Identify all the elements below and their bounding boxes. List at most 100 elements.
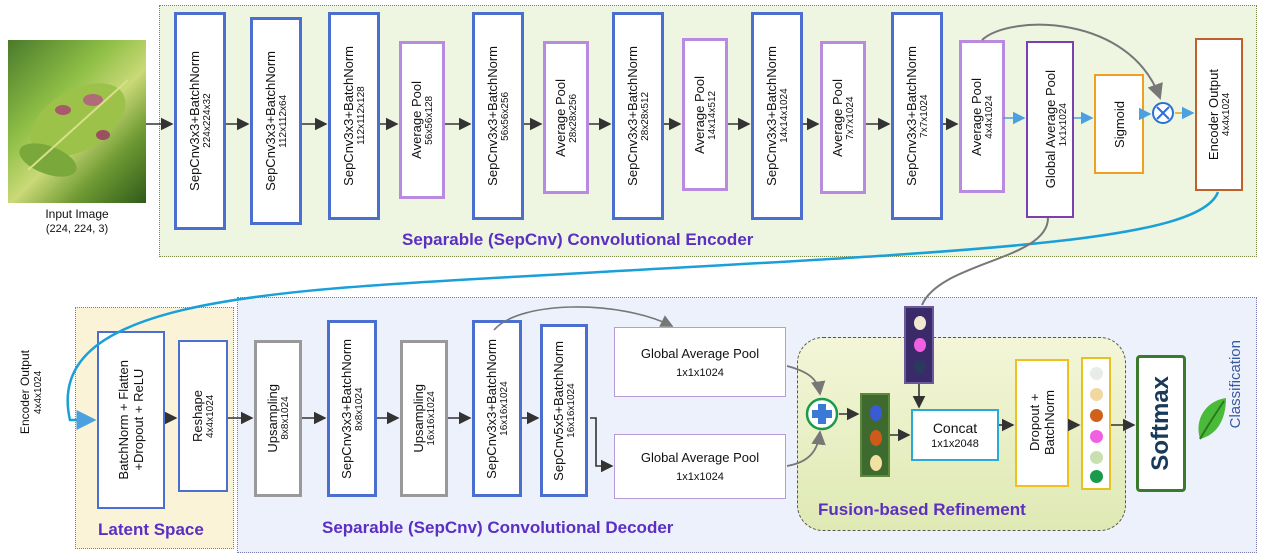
encoder-block-dims: 28x28x512 [639,91,651,141]
latent-enc-out-label: Encoder Output [18,350,32,435]
encoder-block-label: Average Pool [552,78,568,157]
bn-line2: +Dropout + ReLU [131,369,146,471]
latent-enc-out-dims: 4x4x1024 [33,370,44,414]
encoder-block-dims: 56x56x256 [499,91,511,141]
feature-vector-2 [904,306,934,384]
feature-dot [1090,388,1103,401]
encoder-block-label: SepCnv3x3+BatchNorm [903,46,919,186]
concat-dims: 1x1x2048 [931,438,979,450]
encoder-block-dims: 56x56x128 [423,95,435,145]
encoder-global-average-pool: Global Average Pool 1x1x1024 [1026,41,1074,218]
multiply-icon [1152,102,1174,124]
reshape-dims: 4x4x1024 [204,394,216,438]
encoder-block-label: Average Pool [691,75,707,154]
sigmoid-label: Sigmoid [1111,100,1127,148]
encoder-output-dims: 4x4x1024 [1220,92,1232,137]
encoder-block-label: SepCnv3x3+BatchNorm [186,51,202,191]
input-shape: (224, 224, 3) [45,223,109,235]
decoder-gap-1: Global Average Pool 1x1x1024 [614,327,786,397]
encoder-block-label: SepCnv3x3+BatchNorm [340,46,356,186]
bn-line1: BatchNorm + Flatten [116,360,131,480]
feature-dot [870,430,882,446]
decoder-block-dims: 16x16x1024 [565,383,577,438]
encoder-block-dims: 4x4x1024 [983,94,995,139]
decoder-block-dims: 16x16x1024 [425,391,437,446]
decoder-block-label: SepCnv3x3+BatchNorm [338,338,354,479]
reshape-label: Reshape [189,389,205,443]
encoder-block-label: SepCnv3x3+BatchNorm [624,46,640,186]
softmax-label: Softmax [1147,376,1174,471]
encoder-block-label: Average Pool [968,77,984,156]
sigmoid-block: Sigmoid [1094,74,1144,174]
encoder-title: Separable (SepCnv) Convolutional Encoder [402,230,754,249]
gap2-dims: 1x1x1024 [676,471,724,483]
input-image [8,40,146,203]
leaf-icon [1198,398,1226,440]
encoder-block-label: Average Pool [408,81,424,159]
encoder-block-dims: 112x112x128 [355,86,367,146]
feature-dot [1090,451,1103,464]
gap-label: Global Average Pool [1042,70,1058,189]
feature-dot [1090,470,1103,483]
softmax-block: Softmax [1136,355,1186,492]
gap1-dims: 1x1x1024 [676,366,724,379]
classification-text: Classification [1227,340,1244,429]
concat-label: Concat [932,420,978,436]
decoder-gap-2: Global Average Pool 1x1x1024 [614,434,786,499]
feature-dot [914,360,926,374]
encoder-block-dims: 112x112x64 [277,94,289,148]
encoder-block-dims: 28x28x256 [567,93,579,142]
dropout-line2: BatchNorm [1042,390,1057,456]
gap2-label: Global Average Pool [640,450,760,465]
feature-dot [1090,409,1103,422]
decoder-block-dims: 16x16x1024 [498,381,510,436]
leaf-photo-icon [19,79,129,177]
fusion-title: Fusion-based Refinement [818,500,1026,519]
encoder-block-dims: 224x224x32 [201,93,213,149]
gap1-label: Global Average Pool [640,345,760,361]
input-label: Input Image [45,207,109,221]
encoder-block-label: SepCnv3x3+BatchNorm [484,46,500,186]
concat-block: Concat 1x1x2048 [911,409,999,461]
decoder-block-label: SepCnv5x5+BatchNorm [550,340,566,481]
decoder-title: Separable (SepCnv) Convolutional Decoder [322,518,674,537]
feature-vector-3 [1081,357,1111,490]
encoder-block-dims: 14x14x512 [706,90,718,139]
encoder-block-dims: 7x7x1024 [844,95,856,140]
bn-flatten-block: BatchNorm + Flatten+Dropout + ReLU [97,331,165,509]
decoder-block-dims: 8x8x1024 [279,396,291,441]
feature-dot [1090,367,1103,380]
encoder-block-dims: 14x14x1024 [778,88,790,144]
encoder-output-label: Encoder Output [1205,68,1221,161]
dropout-line1: Dropout + [1027,394,1042,452]
add-icon [805,397,839,431]
feature-dot [1090,430,1103,443]
encoder-block-dims: 7x7x1024 [918,94,930,138]
classification-label: Classification [1227,340,1256,500]
dropout-batchnorm-block: Dropout +BatchNorm [1015,359,1069,487]
feature-dot [870,455,882,471]
feature-dot [870,405,882,421]
input-image-label: Input Image (224, 224, 3) [8,207,146,237]
decoder-block-dims: 8x8x1024 [353,386,365,431]
